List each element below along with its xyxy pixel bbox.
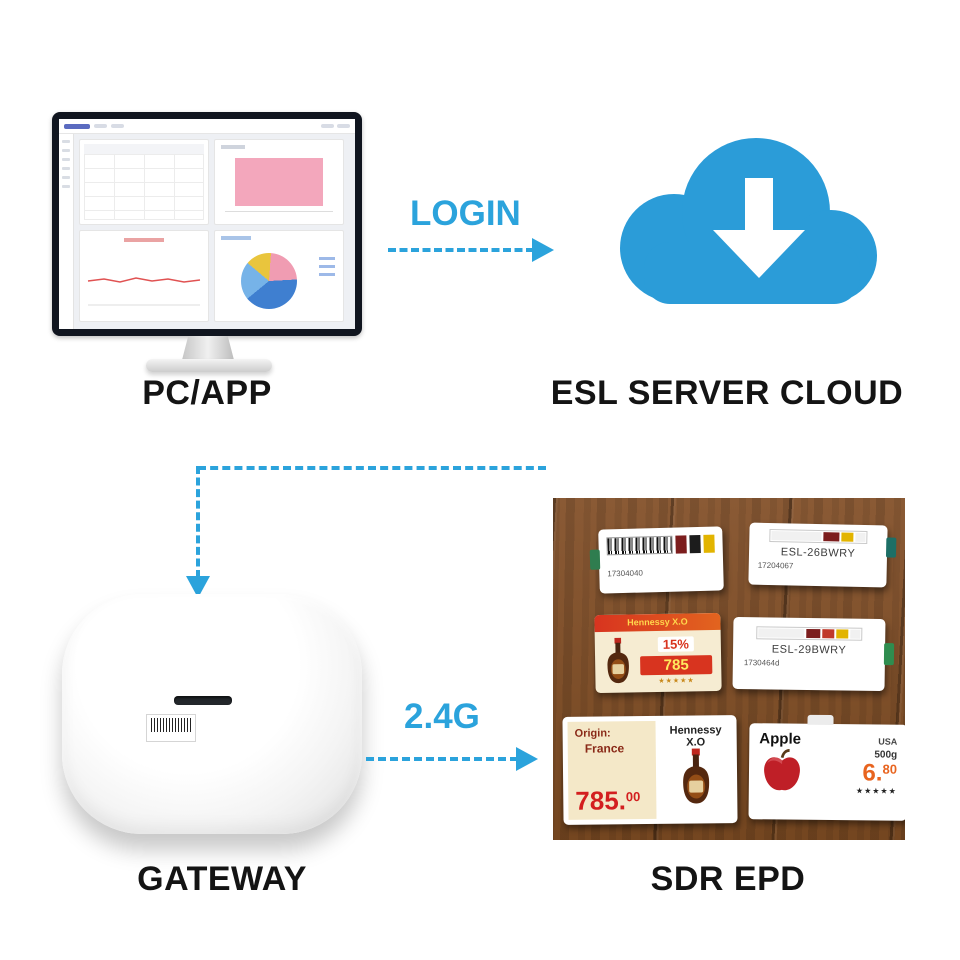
tag-model: ESL-29BWRY (771, 643, 847, 657)
esl-tag-apple: Apple USA 500g 6.80 ★★★★★ (748, 714, 905, 821)
tag-model: ESL-26BWRY (780, 546, 856, 560)
mounting-clip (807, 714, 834, 726)
dashboard-body (59, 134, 355, 329)
weight-value: 500g (874, 749, 898, 762)
bottle-icon (683, 748, 710, 804)
color-strip (755, 626, 863, 641)
dashboard-pie-chart-panel (214, 230, 344, 322)
esl-tag-price: Origin: France 785.00 Hennessy X.O (562, 715, 738, 825)
gateway-barcode-sticker (146, 714, 196, 742)
apple-icon (764, 749, 800, 791)
gateway-device (58, 592, 368, 844)
esl-server-cloud (588, 126, 888, 326)
price: 6.80 (862, 759, 898, 787)
pie-chart (241, 253, 297, 309)
esl-tag-promo: Hennessy X.O 15% 785 ★★★★★ (594, 612, 722, 694)
dashboard-logo (64, 123, 90, 129)
product-name: Apple (759, 730, 802, 748)
origin-value: France (584, 741, 625, 756)
dashboard-line-chart-panel (79, 230, 209, 322)
signal-dashed-arrow (366, 757, 518, 761)
tag-serial: 17304040 (607, 568, 644, 579)
product-name: Hennessy X.O (669, 724, 722, 749)
pink-bar (235, 158, 323, 206)
sdr-epd-photo: 17304040 ESL-26BWRY 17204067 Hennessy X.… (553, 498, 905, 840)
rating-stars: ★★★★★ (855, 785, 897, 796)
dashboard-screen (59, 119, 355, 329)
line-chart (87, 277, 201, 306)
dashboard-table-panel (79, 139, 209, 225)
gateway-slot (174, 696, 232, 705)
discount-badge: 15% (657, 636, 694, 653)
arrowhead-down-icon (186, 576, 210, 598)
origin-label: Origin: (574, 727, 611, 740)
price: 785.00 (575, 785, 641, 816)
cloud-icon (620, 138, 877, 304)
monitor-stand-neck (182, 336, 234, 360)
monitor-stand-base (146, 359, 272, 372)
dashboard-header (59, 119, 355, 134)
login-label: LOGIN (410, 194, 521, 233)
cloud-to-gateway-dashed-line-horizontal (198, 466, 546, 470)
arrowhead-right-icon (532, 238, 554, 262)
esl-tag-4: ESL-29BWRY 1730464d (732, 616, 895, 692)
dashboard-sidebar (59, 134, 74, 329)
epd-label: SDR EPD (650, 860, 806, 898)
barcode-icon (151, 718, 191, 732)
gateway-body (62, 594, 362, 834)
pc-monitor (52, 112, 362, 336)
barcode-icon (606, 535, 673, 556)
cloud-to-gateway-dashed-line-vertical (196, 466, 200, 578)
esl-tag-2: ESL-26BWRY 17204067 (748, 522, 897, 588)
arrowhead-right-icon (516, 747, 538, 771)
signal-label: 2.4G (404, 697, 480, 736)
gateway-label: GATEWAY (137, 860, 307, 898)
dashboard-bar-chart-panel (214, 139, 344, 225)
tag-serial: 1730464d (743, 658, 780, 668)
login-dashed-arrow (388, 248, 534, 252)
mounting-clip (885, 537, 897, 558)
promo-price: 785 (640, 655, 713, 676)
bottle-icon (607, 637, 629, 683)
origin-value: USA (878, 736, 898, 747)
esl-tag-1: 17304040 (589, 526, 724, 594)
download-arrow-icon (713, 178, 805, 278)
pc-label: PC/APP (142, 374, 272, 412)
color-strip (769, 528, 868, 545)
rating-stars: ★★★★★ (658, 677, 695, 685)
mounting-clip (589, 549, 601, 570)
tag-serial: 17204067 (757, 560, 794, 571)
cloud-label: ESL SERVER CLOUD (550, 374, 904, 412)
mounting-clip (883, 643, 895, 666)
